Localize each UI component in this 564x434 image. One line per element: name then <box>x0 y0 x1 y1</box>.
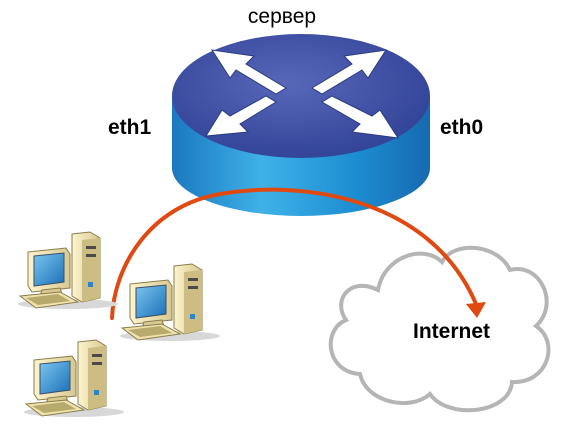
eth0-label: eth0 <box>440 116 484 139</box>
cloud-icon <box>328 245 551 413</box>
router-icon <box>172 34 430 216</box>
eth1-label: eth1 <box>108 116 152 139</box>
desktop-computer-icon <box>119 263 221 342</box>
server-label: сервер <box>247 5 317 28</box>
desktop-computer-icon <box>17 231 119 310</box>
desktop-computer-icon <box>23 339 125 418</box>
route-arrow <box>110 187 486 320</box>
internet-label: Internet <box>413 320 491 343</box>
